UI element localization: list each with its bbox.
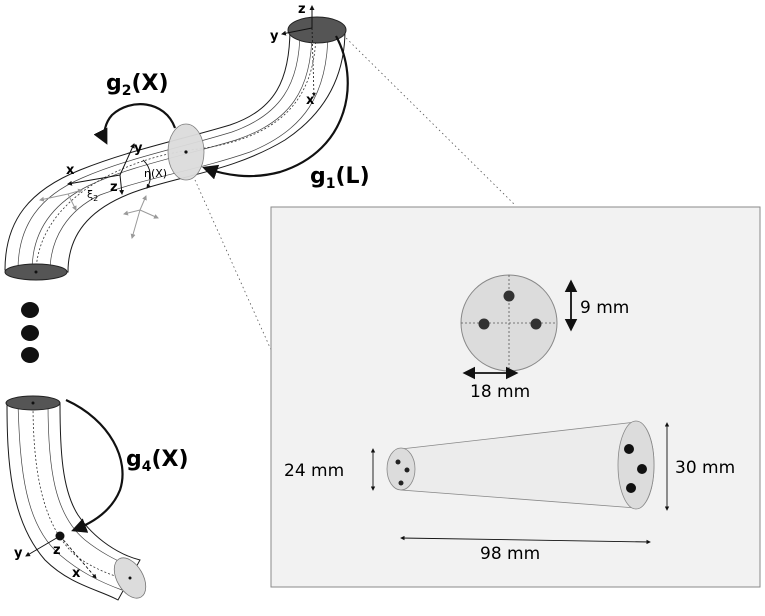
mid-frame-axes: y x z ξ2 η(X): [66, 141, 167, 203]
mid-axis-y: y: [134, 141, 143, 156]
bent-axis-y: y: [14, 546, 23, 561]
top-axis-z: z: [298, 2, 306, 17]
xi-label: ξ2: [87, 188, 98, 203]
eta-label: η(X): [144, 167, 167, 180]
dim-cross-height: 9 mm: [580, 298, 629, 318]
dim-small-end: 24 mm: [284, 461, 344, 481]
detail-panel: 9 mm 18 mm 24 mm 30 mm 98 mm: [270, 206, 761, 588]
channel-hole-left: [478, 318, 490, 330]
mid-axis-x: x: [66, 163, 75, 178]
top-axis-x: x: [306, 93, 315, 108]
g4-label: g4(X): [126, 447, 189, 475]
dim-large-end: 30 mm: [675, 458, 735, 478]
cross-section-view: 9 mm 18 mm: [460, 274, 629, 402]
dim-length: 98 mm: [480, 544, 540, 564]
small-end: [386, 447, 416, 491]
top-frame-axes: z y x: [270, 2, 316, 108]
bent-axis-z: z: [53, 543, 61, 558]
bent-tube-outline: [6, 402, 141, 601]
g4-arrow: [65, 398, 124, 533]
g1-arrow: [202, 35, 349, 180]
g2-label: g2(X): [106, 71, 169, 99]
bent-section: y z x g4(X): [5, 395, 189, 601]
g1-label: g1(L): [310, 164, 370, 192]
g2-arrow: [93, 103, 177, 145]
dim-cross-width: 18 mm: [470, 382, 530, 402]
tapered-segment-view: 24 mm 30 mm 98 mm: [284, 420, 735, 564]
bent-axis-x: x: [72, 566, 81, 581]
channel-hole-right: [530, 318, 542, 330]
panel-background: [270, 206, 761, 588]
ellipsis-dots: [21, 302, 39, 363]
mid-axis-z: z: [110, 180, 118, 195]
large-end: [617, 420, 655, 510]
channel-hole-top: [503, 290, 515, 302]
top-axis-y: y: [270, 29, 279, 44]
top-end-cap: [287, 16, 347, 44]
s-curve-section: z y x g1(L) g2(X) y x z ξ2 η(X): [4, 2, 370, 281]
leader-line-bottom: [194, 179, 273, 353]
gray-frames: [39, 188, 159, 239]
